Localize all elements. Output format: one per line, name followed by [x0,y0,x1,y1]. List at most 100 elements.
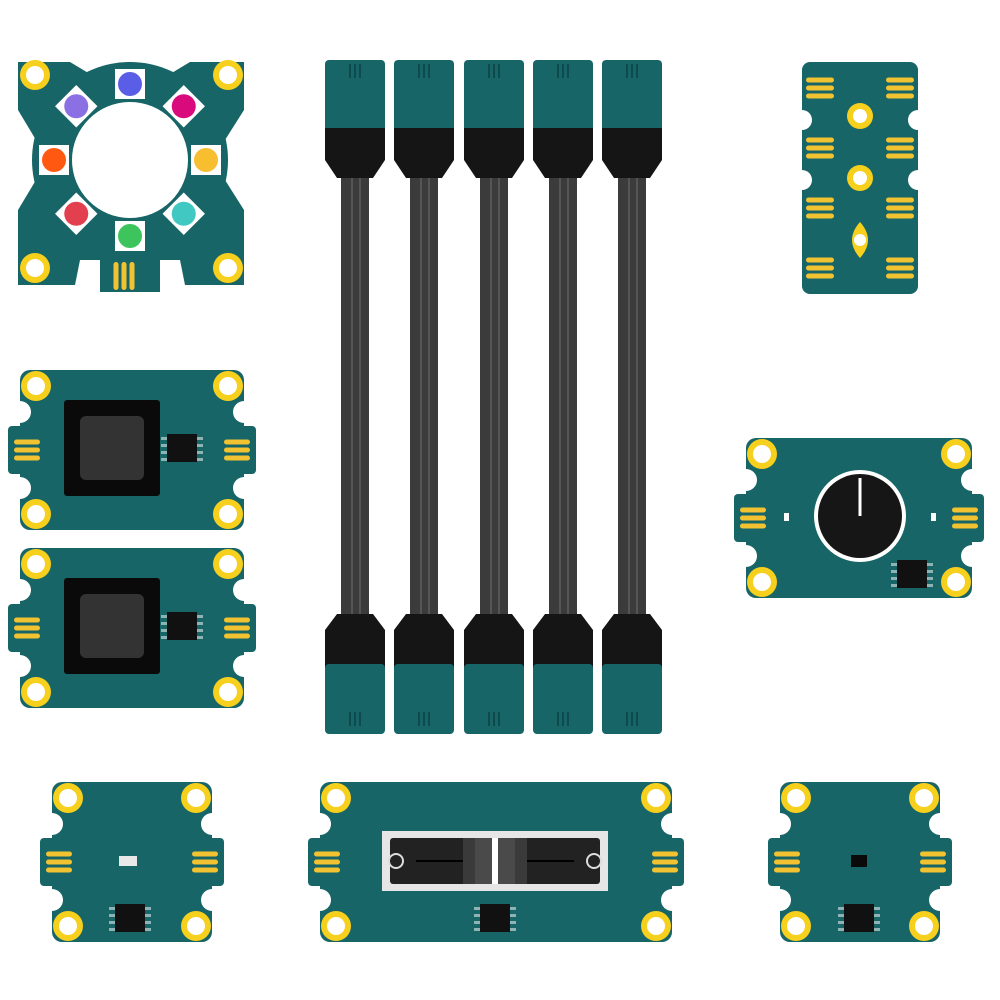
gold-pad [46,851,72,857]
light-sensor-icon [119,856,137,866]
board-notch [233,579,255,601]
ic-chip-icon [167,434,197,462]
gold-pad [806,257,834,263]
gold-pad [192,851,218,857]
chip-pin [927,570,933,573]
chip-pin [510,914,516,917]
rotary-knob-module [734,438,984,598]
gold-pad [314,859,340,865]
gold-pad [806,145,834,151]
gold-pad [920,859,946,865]
chip-pin [874,914,880,917]
chip-pin [474,914,480,917]
connector-ridge [488,712,490,726]
gold-pad [314,851,340,857]
chip-pin [161,629,167,632]
chip-pin [161,458,167,461]
mounting-hole-center [647,789,665,807]
cable-wire [618,170,646,620]
gold-pad [314,867,340,873]
gold-pad [920,867,946,873]
gold-pad [224,439,250,445]
gold-pad [774,851,800,857]
board-notch [9,477,31,499]
connector-ridge [423,712,425,726]
connector-boot [464,128,524,178]
board-notch [201,813,223,835]
ic-chip-icon [844,904,874,932]
ic-chip-icon [897,560,927,588]
gold-pad [740,507,766,513]
board-notch [309,889,331,911]
gold-pad [224,633,250,639]
cable-wire [480,170,508,620]
cable-stripe [498,170,500,620]
board-notch [929,889,951,911]
board-notch [735,469,757,491]
connector-ridge [349,64,351,78]
smd-part [931,513,936,521]
gold-pad [46,867,72,873]
gold-pad [886,137,914,143]
smd-part [784,513,789,521]
mounting-hole-center [219,259,237,277]
chip-pin [474,907,480,910]
cable-stripe [420,170,422,620]
light-sensor-module [40,782,224,942]
rgb-led-icon [64,94,89,119]
chip-pin [874,907,880,910]
gold-pad [14,617,40,623]
chip-pin [145,907,151,910]
chip-pin [145,928,151,931]
mounting-hole-center [26,66,44,84]
cable-stripe [428,170,430,620]
gold-pad [121,262,127,290]
connector-ridge [354,712,356,726]
gold-pad [192,859,218,865]
gold-pad [806,153,834,159]
rgb-led-icon [42,148,66,172]
gold-pad [740,515,766,521]
connector-ridge [428,712,430,726]
mounting-hole-center [787,917,805,935]
board-notch [309,813,331,835]
chip-pin [197,444,203,447]
chip-pin [197,615,203,618]
board-notch [233,655,255,677]
mounting-hole-center [219,555,237,573]
chip-pin [161,622,167,625]
rgb-led-icon [194,148,218,172]
connector-boot [394,128,454,178]
mounting-hole-center [327,789,345,807]
ic-chip-icon [115,904,145,932]
board-notch [41,889,63,911]
gold-pad [886,85,914,91]
connector-boot [602,128,662,178]
chip-pin [161,451,167,454]
gold-pad [14,455,40,461]
connector-ridge [557,64,559,78]
board-notch [233,401,255,423]
chip-pin [197,458,203,461]
cable-stripe [559,170,561,620]
chip-pin [927,577,933,580]
chip-pin [838,914,844,917]
gold-pad [14,439,40,445]
connector-ridge [423,64,425,78]
gold-pad [952,515,978,521]
mounting-hole-center [219,66,237,84]
board-notch [769,889,791,911]
connector-ridge [359,64,361,78]
chip-pin [838,907,844,910]
chip-pin [874,928,880,931]
rgb-led-icon [171,201,196,226]
connector-head [325,60,385,132]
small-sensor-module [768,782,952,942]
board-notch [661,889,683,911]
connector-ridge [498,712,500,726]
gold-pad [740,523,766,529]
rgb-led-icon [118,72,142,96]
connector-head [602,664,662,734]
gold-pad [774,867,800,873]
chip-pin [874,921,880,924]
